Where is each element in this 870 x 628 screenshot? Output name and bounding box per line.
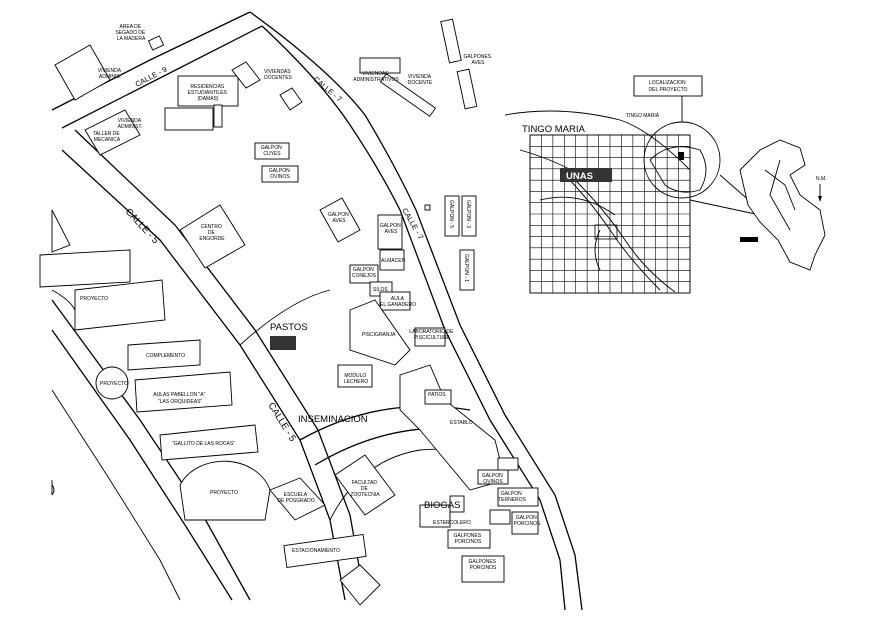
label-facultad: FACULTAD DE ZOOTECNIA [350,480,380,498]
label-aulas: AULAS PABELLON "A" "LAS ORQUIDEAS" [153,392,206,405]
label-proyecto-3: PROYECTO [210,490,238,496]
building-labels: AREA DE SEGADO DE LA MADERA VIVIENDA ADM… [80,24,541,571]
label-inseminacion: INSEMINACION [298,414,368,425]
label-taller: TALLER DE MECANICA [93,131,121,143]
street-calle-7-top: CALLE - 7 [312,75,344,104]
label-pastos: PASTOS [270,322,308,333]
label-aula-ganadero: AULA EL GANADERO [380,296,416,308]
label-galpon-aves: GALPON AVES [328,212,350,224]
label-almacen: ALMACEN [381,258,406,264]
label-residencias: RESIDENCIAS ESTUDIANTILES (DAMAS) [188,84,229,102]
label-vivienda-adminis-2: VIVIENDA ADMINIST. [118,118,143,130]
label-galpones-aves: GALPONES AVES [464,54,493,66]
label-galpon-ovinos: GALPON OVINOS [269,168,291,180]
label-galpon-conejos: GALPON CONEJOS [352,267,377,279]
label-galpon-cuyes: GALPON CUYES [261,145,283,157]
label-galpon-terneros: GALPON TERNEROS [498,491,526,503]
label-complemento: COMPLEMENTO [146,353,185,359]
pastos-hatch [270,336,296,350]
label-modulo-lechero: MODULO LECHERO [344,373,368,385]
street-calle-5-upper: CALLE - 5 [123,207,161,247]
location-inset: TINGO MARIA UNAS TINGO MARIA LOCALIZACIO… [504,75,827,294]
inset-locator-box [633,75,703,97]
label-vivienda-docente: VIVIENDA DOCENTE [408,74,433,86]
label-biogas: BIOGAS [424,500,460,511]
label-piscigranja: PISCIGRANJA [362,332,396,338]
label-galpones-porcinos-2: GALPONES PORCINOS [469,559,498,571]
buildings [39,18,539,606]
label-establo: ESTABLO [450,420,473,426]
label-gallito: "GALLITO DE LAS ROCAS" [172,441,235,447]
label-centro-engorde: CENTRO DE ENGORDE [199,224,225,242]
label-silos: SILOS [373,287,388,293]
street-calle-5-lower: CALLE - 5 [265,401,298,444]
label-galpon-3: GALPON - 3 [465,200,471,228]
label-estercolero: ESTERCOLERO [433,520,471,526]
label-vivienda-adminis: VIVIENDA ADMINIS. [98,68,122,80]
label-estacionamiento: ESTACIONAMIENTO [292,548,340,554]
label-galpon-1: GALPON - 1 [463,254,469,282]
inset-tag: TINGO MARIA [626,113,660,119]
inset-grid [529,134,691,294]
inset-frame [529,134,691,294]
label-galpones-porcinos: GALPONES PORCINOS [454,533,483,545]
inset-city: TINGO MARIA [522,124,585,135]
inset-localizacion: LOCALIZACION DEL PROYECTO [649,80,688,93]
inset-unas: UNAS [566,171,593,182]
label-area-segado: AREA DE SEGADO DE LA MADERA [115,24,146,42]
label-patios: PATIOS [428,392,446,398]
label-escuela-posgrado: ESCUELA DE POSGRADO [277,492,314,504]
peru-outline [739,139,826,271]
label-proyecto-1: PROYECTO [80,296,108,302]
north-label: N.M. [816,176,827,182]
label-galpon-aves-2: GALPON AVES [380,223,402,235]
label-viviendas-docentes: VIVIENDAS DOCENTES [264,69,293,81]
label-laboratorio: LABORATORIO DE PISCICULTURA [409,329,454,341]
label-galpon-ovinos-2: GALPON OVINOS [482,473,504,485]
label-galpon-5: GALPON - 5 [448,200,454,228]
label-proyecto-2: PROYECTO [100,381,128,387]
label-viviendas-admin: VIVIENDAS ADMINISTRATIVOS [353,71,399,83]
label-galpon-porcinos: GALPON PORCINOS [514,515,541,527]
